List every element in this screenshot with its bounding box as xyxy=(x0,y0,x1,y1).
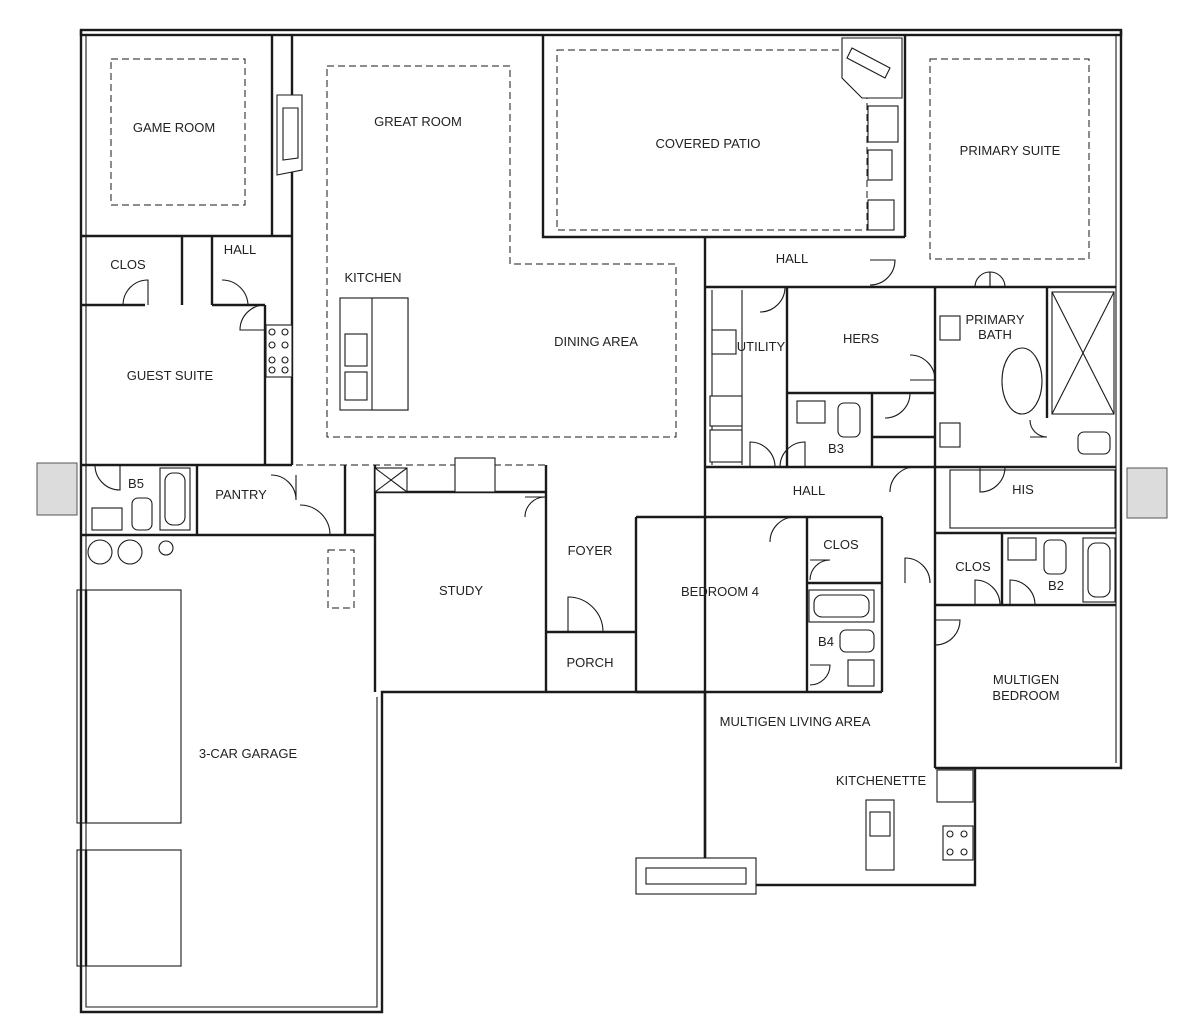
label-bedroom-4: BEDROOM 4 xyxy=(681,584,759,599)
label-b4: B4 xyxy=(818,634,834,649)
label-study: STUDY xyxy=(439,583,483,598)
label-b3: B3 xyxy=(828,441,844,456)
label-hers: HERS xyxy=(843,331,879,346)
label-guest-suite: GUEST SUITE xyxy=(127,368,214,383)
label-multigen-bedroom-line1: MULTIGEN xyxy=(993,672,1059,687)
label-guest-closet: CLOS xyxy=(110,257,146,272)
label-b5: B5 xyxy=(128,476,144,491)
label-game-room: GAME ROOM xyxy=(133,120,215,135)
label-kitchenette: KITCHENETTE xyxy=(836,773,927,788)
label-garage: 3-CAR GARAGE xyxy=(199,746,298,761)
gravel-pad-west xyxy=(36,462,78,516)
label-kitchen: KITCHEN xyxy=(344,270,401,285)
exterior-walls xyxy=(76,28,1123,1014)
label-porch: PORCH xyxy=(567,655,614,670)
doors xyxy=(94,259,1048,686)
ceiling-outlines xyxy=(110,49,1090,630)
fixtures xyxy=(36,37,1168,895)
label-b2: B2 xyxy=(1048,578,1064,593)
label-foyer: FOYER xyxy=(568,543,613,558)
label-center-hall: HALL xyxy=(793,483,826,498)
label-dining-area: DINING AREA xyxy=(554,334,638,349)
label-utility: UTILITY xyxy=(737,339,786,354)
label-bedroom4-closet: CLOS xyxy=(823,537,859,552)
label-primary-suite: PRIMARY SUITE xyxy=(960,143,1061,158)
label-guest-hall: HALL xyxy=(224,242,257,257)
label-multigen-bedroom-line2: BEDROOM xyxy=(992,688,1059,703)
gravel-pad-east xyxy=(1126,467,1168,519)
label-great-room: GREAT ROOM xyxy=(374,114,462,129)
label-primary-bath-line1: PRIMARY xyxy=(966,312,1025,327)
label-multigen-living-area: MULTIGEN LIVING AREA xyxy=(720,714,871,729)
room-labels: GAME ROOM GREAT ROOM COVERED PATIO PRIMA… xyxy=(110,114,1064,788)
label-his: HIS xyxy=(1012,482,1034,497)
label-covered-patio: COVERED PATIO xyxy=(656,136,761,151)
label-primary-bath-line2: BATH xyxy=(978,327,1012,342)
label-primary-hall: HALL xyxy=(776,251,809,266)
interior-walls xyxy=(81,35,1116,885)
label-b2-closet: CLOS xyxy=(955,559,991,574)
label-pantry: PANTRY xyxy=(215,487,267,502)
